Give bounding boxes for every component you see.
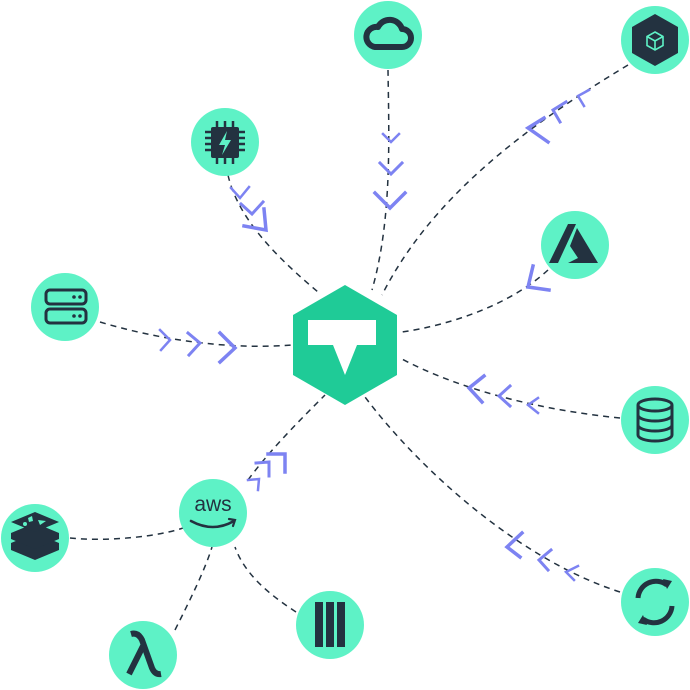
hexagon-box-icon xyxy=(632,14,678,66)
arrow-hardware-1 xyxy=(229,185,251,200)
central-hub[interactable] xyxy=(293,285,397,405)
connector-ec2 xyxy=(234,546,297,613)
flow-arrows xyxy=(158,88,591,582)
arrow-servers-3 xyxy=(217,330,238,365)
arrow-openshift-1 xyxy=(563,564,580,582)
connector-database xyxy=(399,357,621,419)
arrow-azure xyxy=(525,263,551,292)
arrow-google-cloud-2 xyxy=(377,160,405,177)
node-lambda[interactable] xyxy=(109,621,177,689)
arrow-hardware-2 xyxy=(238,199,266,217)
connector-servers xyxy=(99,321,293,347)
arrow-database-3 xyxy=(466,373,487,405)
aws-icon: aws xyxy=(189,493,237,529)
node-redis[interactable] xyxy=(1,504,69,572)
cloud-icon xyxy=(363,16,414,50)
connector-azure xyxy=(401,269,549,333)
arrow-openshift-3 xyxy=(504,530,525,560)
node-database[interactable] xyxy=(621,386,689,454)
arrow-database-1 xyxy=(525,396,540,415)
arrow-aws-1 xyxy=(246,477,261,492)
redis-icon xyxy=(11,512,59,560)
lambda-icon xyxy=(126,630,162,678)
node-google-cloud[interactable] xyxy=(354,1,422,69)
upload-arrow-logo xyxy=(308,320,376,375)
node-ec2[interactable] xyxy=(296,591,364,659)
ec2-icon xyxy=(315,602,345,647)
openshift-icon xyxy=(635,578,675,626)
connector-hardware xyxy=(227,174,319,293)
node-openshift[interactable] xyxy=(621,568,689,636)
node-hardware[interactable] xyxy=(191,108,259,176)
database-icon xyxy=(636,397,674,443)
aws-wordmark: aws xyxy=(194,493,231,516)
node-azure[interactable] xyxy=(541,211,609,279)
connector-redis xyxy=(69,527,184,540)
arrow-openshift-2 xyxy=(536,547,554,573)
server-icon xyxy=(44,288,88,325)
arrow-google-cloud-3 xyxy=(372,190,408,211)
arrow-google-cloud-1 xyxy=(381,132,401,144)
connector-aws xyxy=(247,394,326,481)
connector-lambda xyxy=(174,546,213,631)
arrow-aws-2 xyxy=(254,460,271,478)
arrow-gcp-1 xyxy=(576,88,591,108)
chip-bolt-icon xyxy=(205,121,245,164)
arrow-servers-2 xyxy=(185,330,203,358)
node-servers[interactable] xyxy=(31,273,99,341)
arrow-hardware-3 xyxy=(241,207,268,233)
arrow-gcp-2 xyxy=(550,99,569,125)
connector-openshift xyxy=(364,396,621,593)
arrow-aws-3 xyxy=(266,452,287,474)
node-aws[interactable]: aws xyxy=(179,479,247,547)
arrow-servers-1 xyxy=(158,328,172,352)
node-gcp-artifact[interactable] xyxy=(621,6,689,74)
connector-google-cloud xyxy=(371,69,390,291)
azure-icon xyxy=(549,224,598,263)
arrow-gcp-3 xyxy=(524,115,551,145)
arrow-database-2 xyxy=(496,383,513,409)
box-glyph xyxy=(646,31,664,51)
